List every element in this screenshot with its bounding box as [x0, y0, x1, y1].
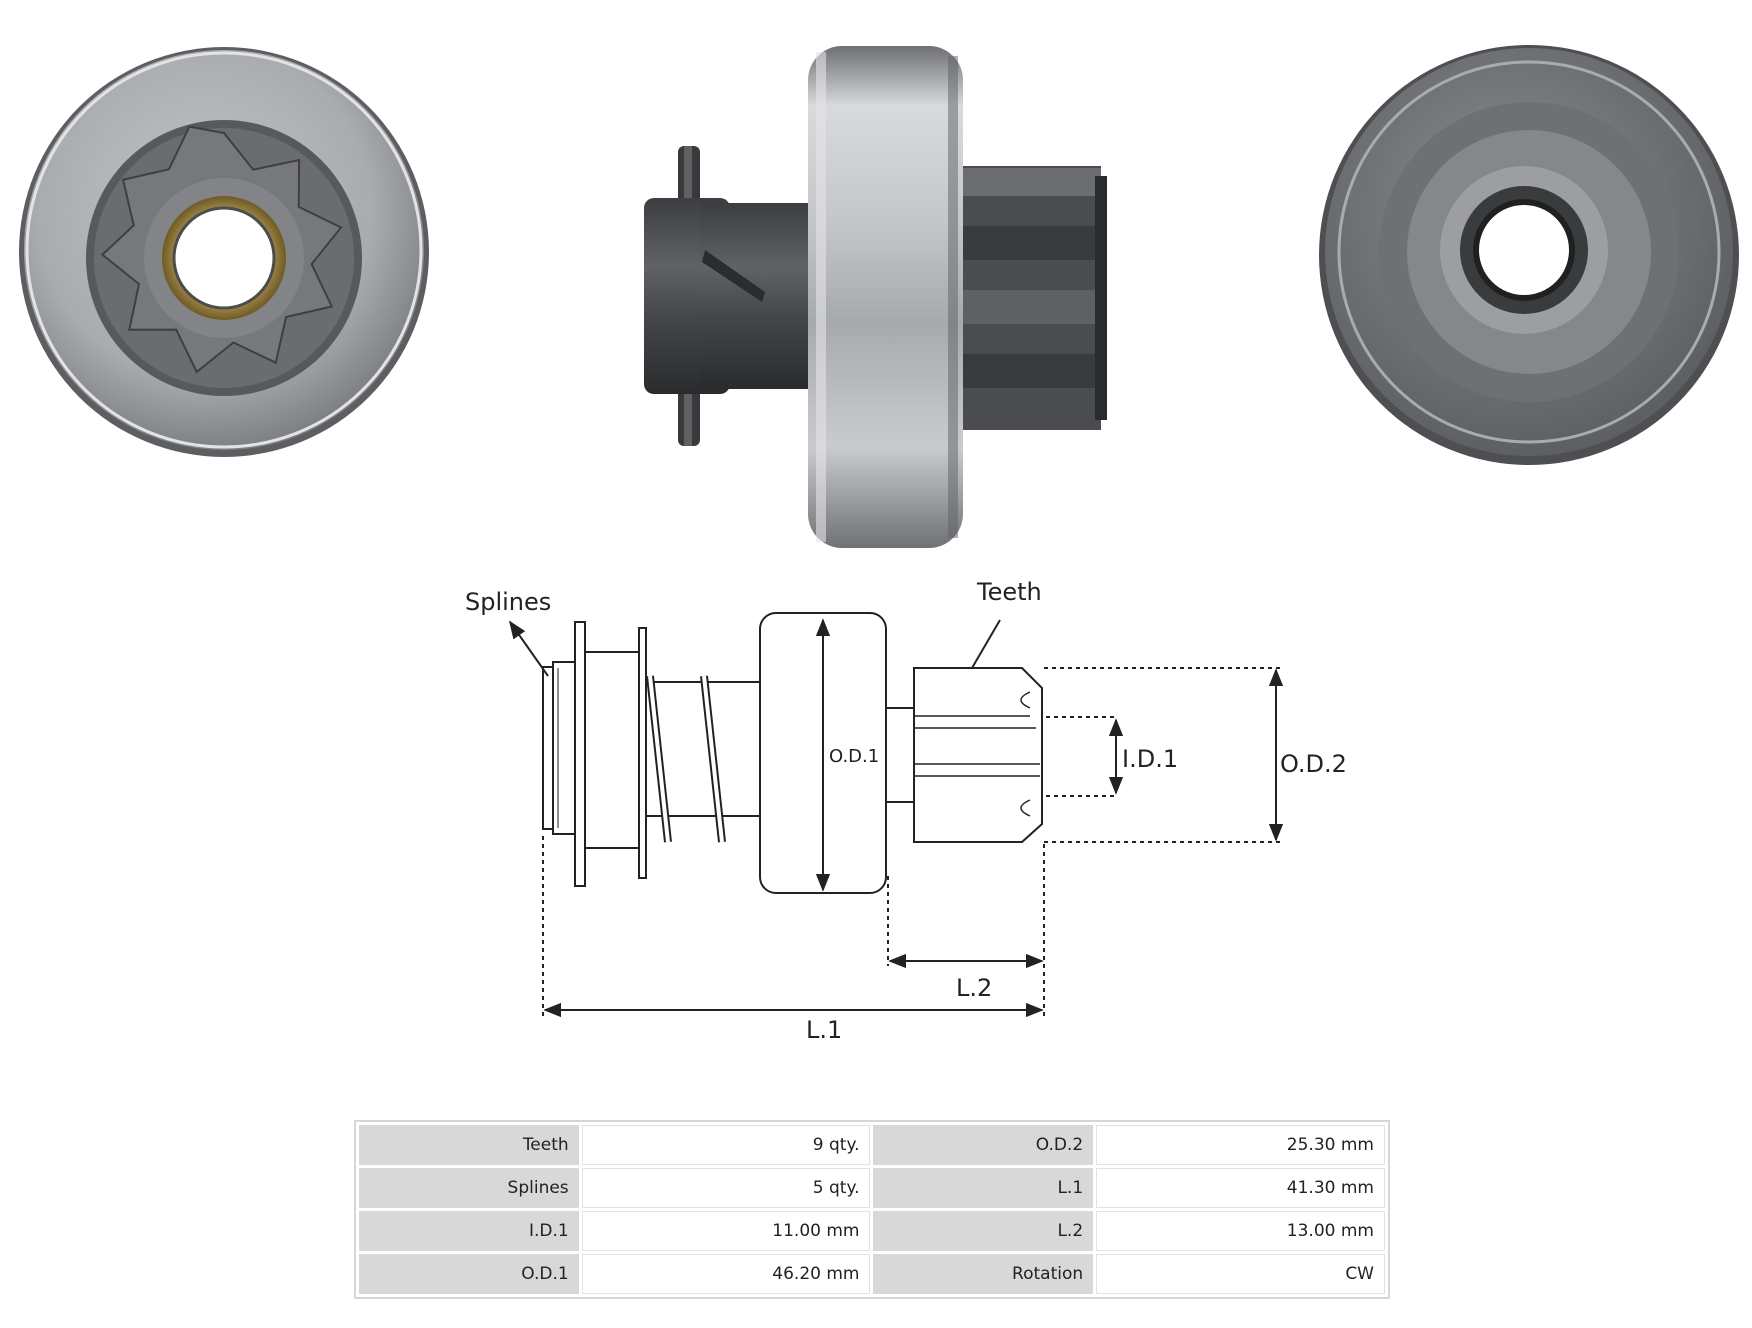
spec-key: Rotation — [873, 1254, 1094, 1294]
table-row: Teeth 9 qty. O.D.2 25.30 mm — [359, 1125, 1385, 1165]
id1-label: I.D.1 — [1122, 745, 1178, 773]
l1-label: L.1 — [806, 1016, 842, 1044]
spec-key: Teeth — [359, 1125, 579, 1165]
spec-value: 11.00 mm — [581, 1211, 871, 1251]
technical-drawing — [542, 612, 1043, 894]
spec-key: L.2 — [873, 1211, 1094, 1251]
drawing-end-plate — [542, 666, 554, 830]
spec-value: 25.30 mm — [1096, 1125, 1385, 1165]
spec-value: 41.30 mm — [1096, 1168, 1385, 1208]
photo-side-view — [644, 46, 1107, 548]
table-row: O.D.1 46.20 mm Rotation CW — [359, 1254, 1385, 1294]
spec-key: L.1 — [873, 1168, 1094, 1208]
splines-callout-arrow — [508, 620, 549, 677]
table-row: Splines 5 qty. L.1 41.30 mm — [359, 1168, 1385, 1208]
table-row: I.D.1 11.00 mm L.2 13.00 mm — [359, 1211, 1385, 1251]
drawing-flange — [574, 621, 586, 887]
spec-value: 13.00 mm — [1096, 1211, 1385, 1251]
splines-callout-label: Splines — [465, 588, 551, 616]
photo-front-view — [19, 47, 429, 457]
od2-label: O.D.2 — [1280, 750, 1347, 778]
spec-value: CW — [1096, 1254, 1385, 1294]
spec-value: 5 qty. — [581, 1168, 871, 1208]
spec-key: I.D.1 — [359, 1211, 579, 1251]
spec-table: Teeth 9 qty. O.D.2 25.30 mm Splines 5 qt… — [354, 1120, 1390, 1299]
dimension-lines — [508, 618, 1284, 1018]
drawing-pinion — [913, 667, 1043, 843]
od1-label: O.D.1 — [829, 746, 879, 767]
teeth-callout-label: Teeth — [976, 578, 1042, 606]
spec-value: 9 qty. — [581, 1125, 871, 1165]
spec-value: 46.20 mm — [581, 1254, 871, 1294]
photo-back-view — [1319, 45, 1739, 465]
spec-key: O.D.2 — [873, 1125, 1094, 1165]
spec-key: Splines — [359, 1168, 579, 1208]
drawing-screw-sleeve — [645, 681, 761, 817]
teeth-callout-arrow — [971, 619, 1001, 669]
spec-key: O.D.1 — [359, 1254, 579, 1294]
drawing-spline-collar — [552, 661, 576, 835]
l2-label: L.2 — [956, 974, 992, 1002]
